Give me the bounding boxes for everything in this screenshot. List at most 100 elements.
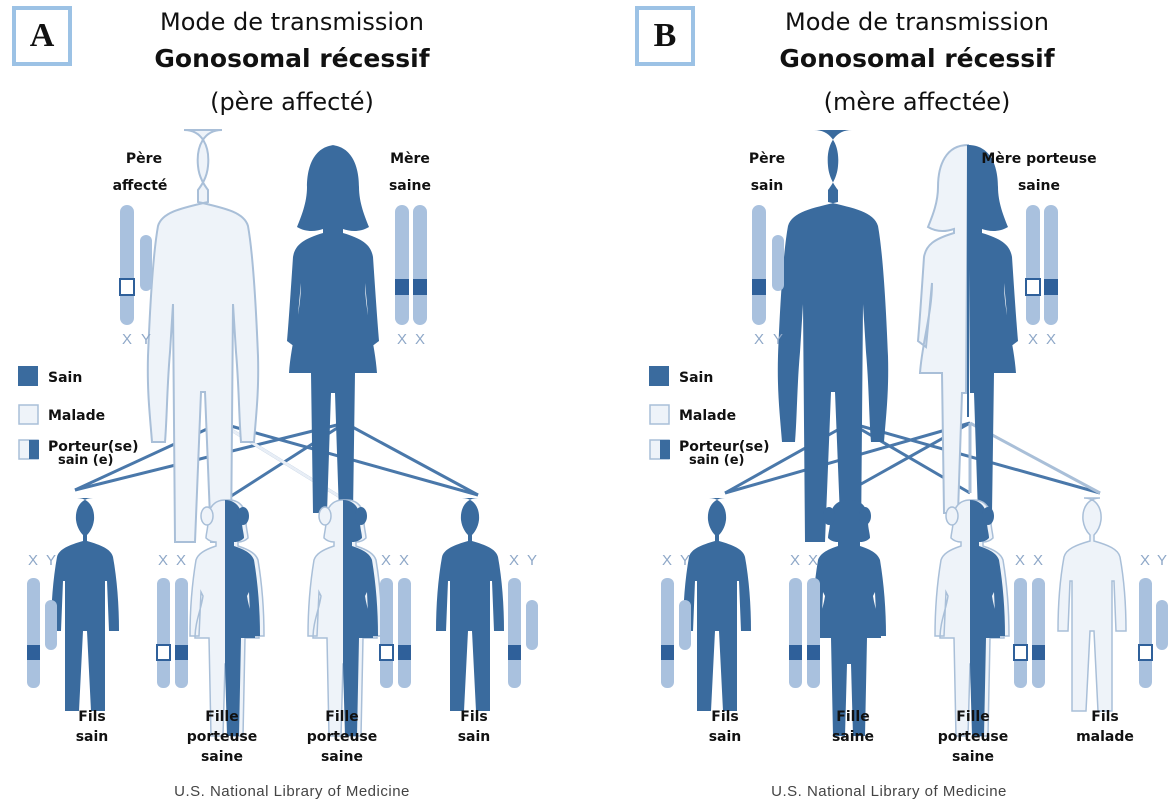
child-4-figure — [436, 498, 504, 711]
child-3-chrom-x2: X — [1033, 552, 1043, 569]
child-4-chromosomes — [508, 578, 538, 688]
child-2-figure — [812, 500, 886, 736]
mother-label-2: saine — [389, 178, 431, 194]
child-2-chrom-x1: X — [158, 552, 168, 569]
child-4-label-2: sain — [458, 729, 491, 745]
child-3-chromosomes — [1013, 578, 1045, 688]
mother-chrom-x2: X — [415, 331, 425, 348]
child-3-chrom-x1: X — [381, 552, 391, 569]
child-2-label-3: saine — [201, 749, 243, 765]
title-line2: Gonosomal récessif — [779, 44, 1055, 73]
child-1-chromosomes — [27, 578, 57, 688]
title-line1: Mode de transmission — [785, 8, 1049, 36]
child-2-chromosomes — [156, 578, 188, 688]
child-3-figure — [307, 499, 383, 737]
child-3-label-2: porteuse — [938, 729, 1009, 745]
credit: U.S. National Library of Medicine — [174, 783, 410, 800]
pedigree-diagram: X Y Père sain X X Mère porteuse saine Sa… — [649, 130, 1168, 800]
mother-label-1: Mère — [390, 151, 430, 167]
legend-swatch-malade — [649, 404, 670, 425]
child-2-label-2: porteuse — [187, 729, 258, 745]
legend-sain: Sain — [679, 370, 713, 386]
mother-chrom-x2: X — [1046, 331, 1056, 348]
child-4-label-1: Fils — [1091, 709, 1119, 725]
legend-porteur-1: Porteur(se) — [48, 439, 138, 455]
child-3-chrom-x1: X — [1015, 552, 1025, 569]
legend-swatch-porteur — [29, 440, 39, 459]
father-chrom-x: X — [754, 331, 764, 348]
child-1-label-2: sain — [709, 729, 742, 745]
legend-porteur-1: Porteur(se) — [679, 439, 769, 455]
child-3-label-1: Fille — [325, 709, 358, 725]
connection-lines — [74, 421, 479, 502]
child-3-figure — [934, 499, 1010, 737]
child-1-label-2: sain — [76, 729, 109, 745]
father-chromosomes — [119, 205, 152, 325]
legend-malade: Malade — [48, 408, 105, 424]
child-4-chrom-x: X — [1140, 552, 1150, 569]
child-1-figure — [51, 498, 119, 711]
pedigree-diagram: X Y Père affecté X X Mère saine Sain Mal… — [18, 129, 538, 800]
child-2-chrom-x2: X — [808, 552, 818, 569]
legend-swatch-sain — [649, 366, 669, 386]
child-2-chrom-x2: X — [176, 552, 186, 569]
title-line1: Mode de transmission — [160, 8, 424, 36]
father-label-2: sain — [751, 178, 784, 194]
legend-sain: Sain — [48, 370, 82, 386]
child-2-label-1: Fille — [836, 709, 869, 725]
child-3-label-2: porteuse — [307, 729, 378, 745]
mother-chrom-x1: X — [1028, 331, 1038, 348]
child-3-chrom-x2: X — [399, 552, 409, 569]
child-2-figure — [189, 499, 265, 737]
panel-label: A — [12, 6, 72, 66]
title-line2: Gonosomal récessif — [154, 44, 430, 73]
panel-label: B — [635, 6, 695, 66]
connection-lines — [724, 421, 1101, 495]
credit: U.S. National Library of Medicine — [771, 783, 1007, 800]
child-1-label-1: Fils — [711, 709, 739, 725]
child-2-label-1: Fille — [205, 709, 238, 725]
title-line3: (père affecté) — [210, 88, 374, 116]
child-1-chrom-x: X — [662, 552, 672, 569]
child-2-chrom-x1: X — [790, 552, 800, 569]
panel-b: B Mode de transmission Gonosomal récessi… — [585, 0, 1169, 805]
child-2-chromosomes — [789, 578, 820, 688]
mother-chromosomes — [395, 205, 427, 325]
child-1-chrom-y: Y — [46, 552, 56, 569]
child-1-chromosomes — [661, 578, 691, 688]
child-4-label-2: malade — [1076, 729, 1134, 745]
child-3-chromosomes — [379, 578, 411, 688]
father-label-1: Père — [126, 151, 162, 167]
legend: Sain Malade Porteur(se) sain (e) — [18, 366, 138, 468]
mother-figure — [916, 143, 1018, 514]
mother-figure — [287, 145, 379, 513]
child-4-chrom-y: Y — [527, 552, 537, 569]
panel-a: A Mode de transmission Gonosomal récessi… — [0, 0, 584, 805]
mother-label-1: Mère porteuse — [981, 151, 1096, 167]
father-chrom-x: X — [122, 331, 132, 348]
child-3-label-3: saine — [952, 749, 994, 765]
father-figure — [146, 129, 260, 543]
legend-porteur-2: sain (e) — [58, 453, 113, 468]
legend-malade: Malade — [679, 408, 736, 424]
child-1-figure — [683, 498, 751, 711]
legend: Sain Malade Porteur(se) sain (e) — [649, 366, 769, 468]
father-label-2: affecté — [113, 178, 168, 194]
child-3-label-3: saine — [321, 749, 363, 765]
child-3-label-1: Fille — [956, 709, 989, 725]
child-4-label-1: Fils — [460, 709, 488, 725]
child-4-chrom-x: X — [509, 552, 519, 569]
legend-porteur-2: sain (e) — [689, 453, 744, 468]
father-figure — [777, 130, 889, 542]
legend-swatch-sain — [18, 366, 38, 386]
child-4-figure — [1057, 497, 1127, 712]
child-1-chrom-y: Y — [680, 552, 690, 569]
child-4-chrom-y: Y — [1157, 552, 1167, 569]
title-line3: (mère affectée) — [823, 88, 1011, 116]
father-chrom-y: Y — [773, 331, 783, 348]
mother-chrom-x1: X — [397, 331, 407, 348]
child-2-label-2: saine — [832, 729, 874, 745]
legend-swatch-porteur — [660, 440, 670, 459]
mother-label-2: saine — [1018, 178, 1060, 194]
child-1-label-1: Fils — [78, 709, 106, 725]
